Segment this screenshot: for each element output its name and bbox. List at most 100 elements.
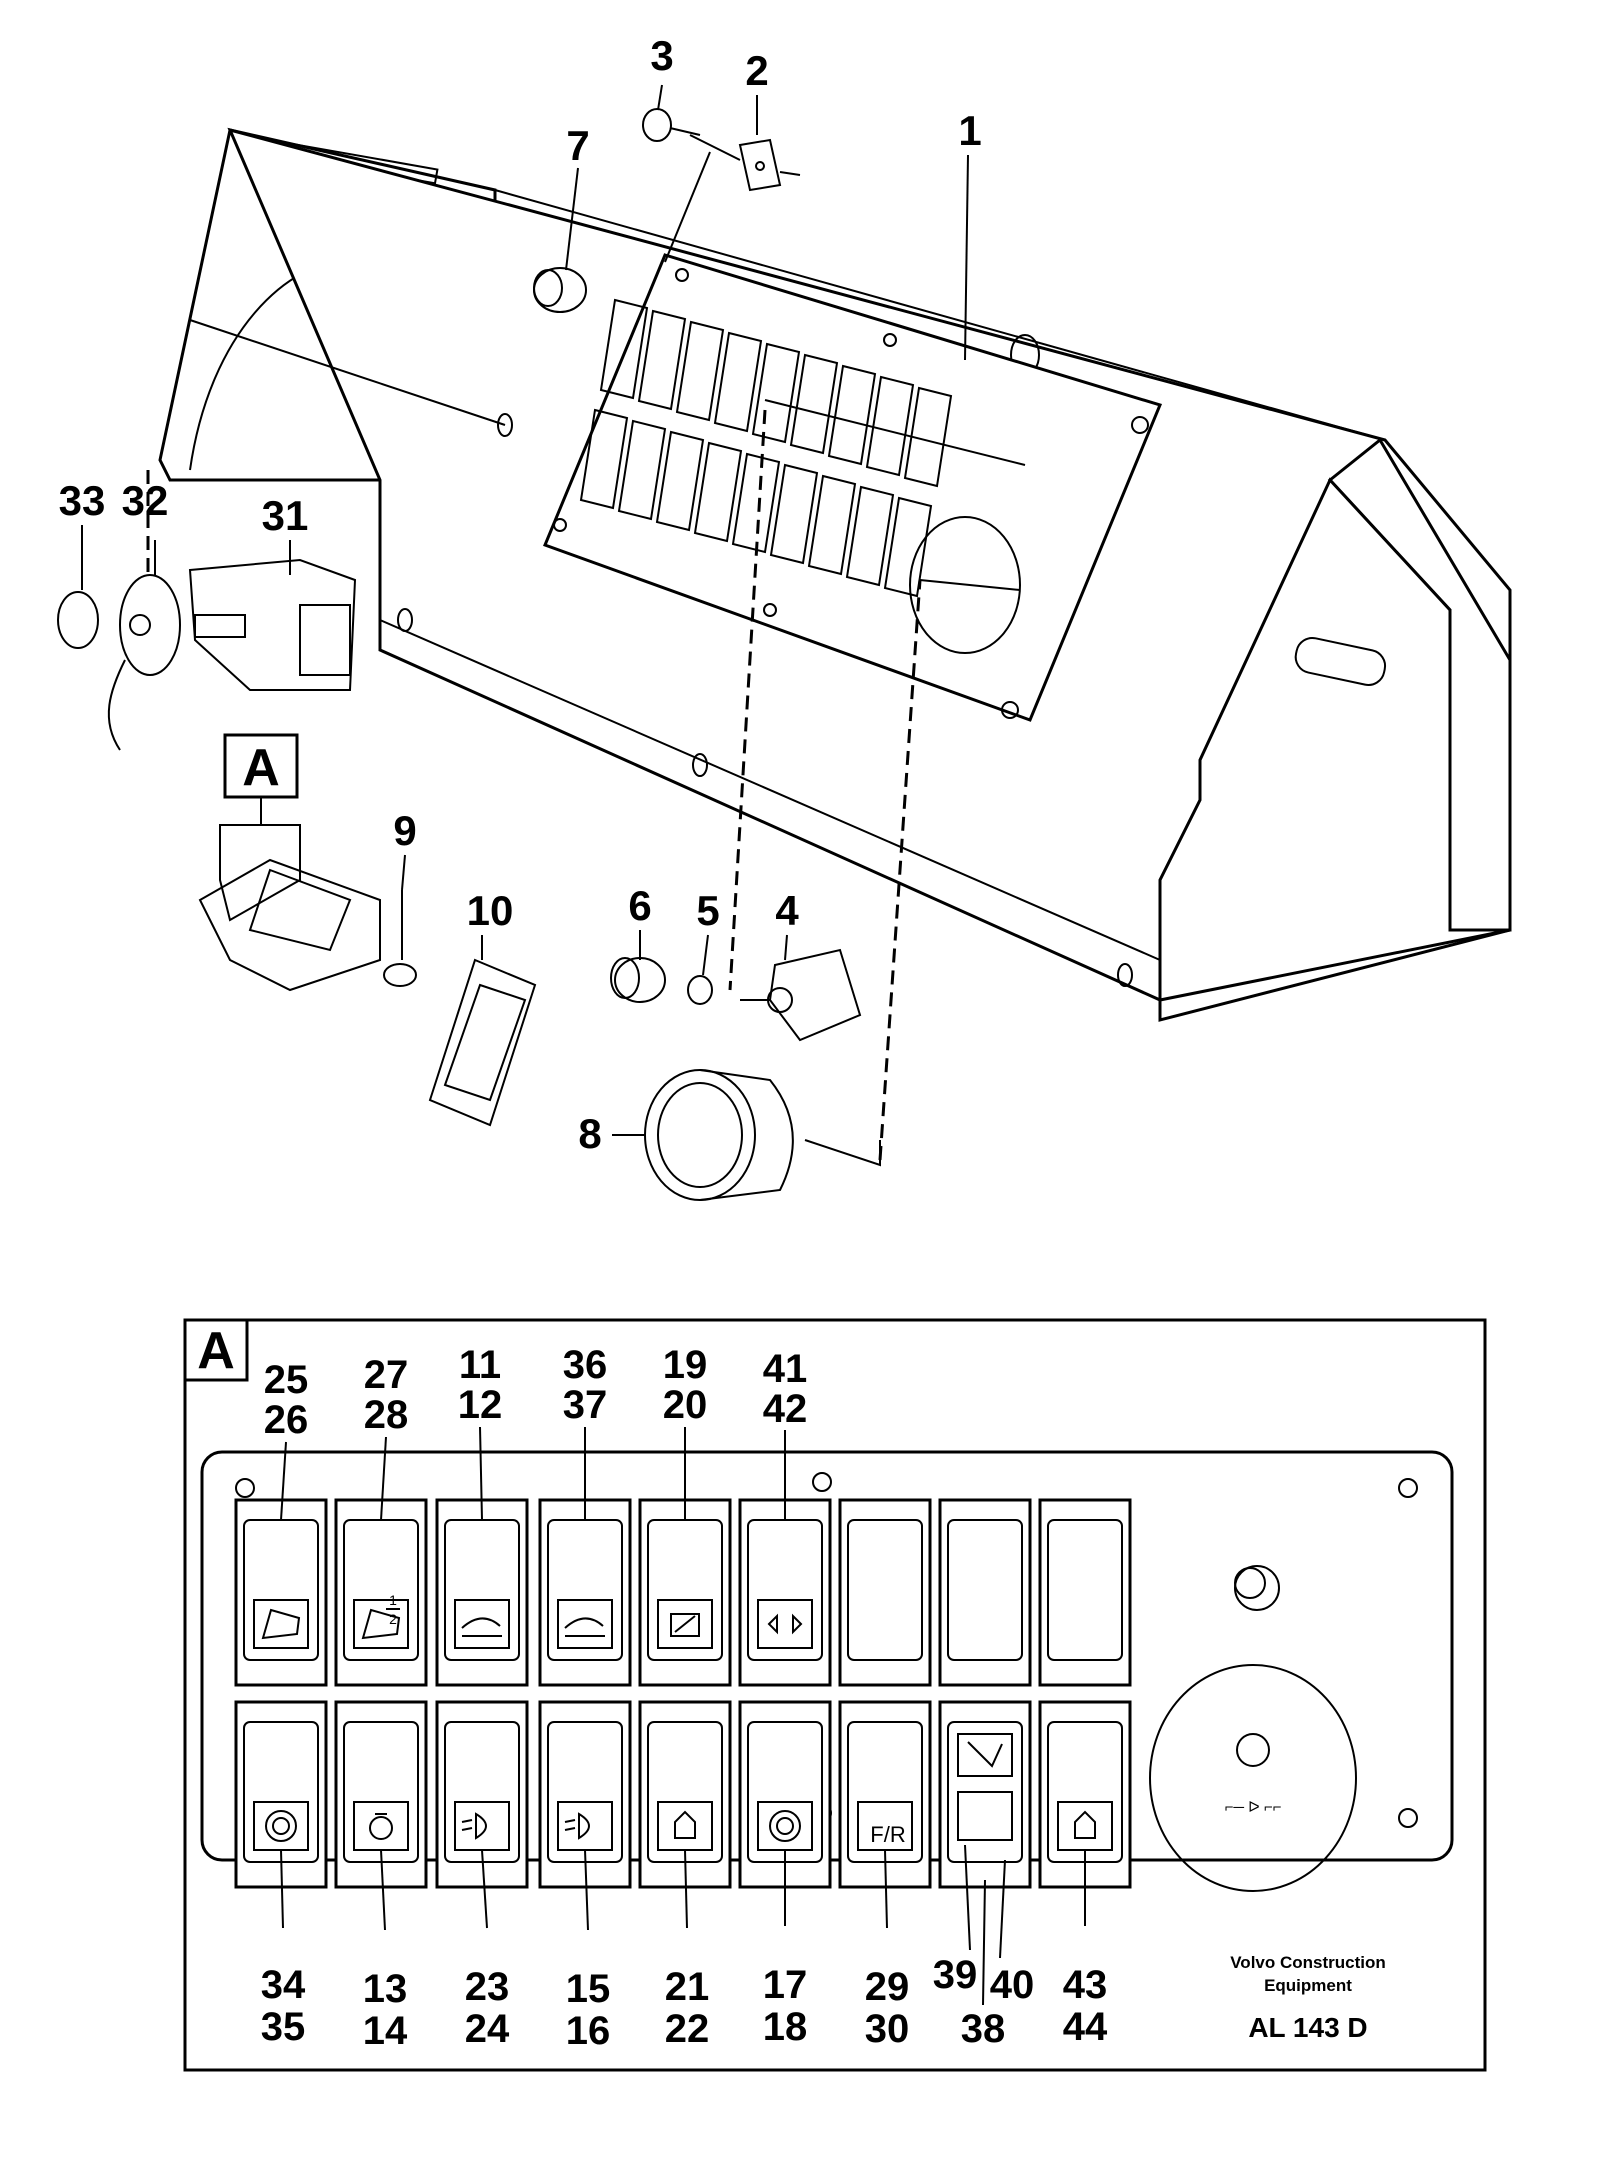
panel-slot bbox=[731, 452, 781, 554]
rocker-switch-assembly: A bbox=[198, 733, 417, 992]
label-upper-b: 37 bbox=[563, 1383, 608, 1427]
callout-box-a: A bbox=[242, 739, 280, 797]
drawing-code: AL 143 D bbox=[1248, 2012, 1367, 2043]
panel-slot bbox=[713, 331, 763, 433]
label-lower-b: 22 bbox=[665, 2007, 710, 2051]
rear-wiper-washer-icon bbox=[957, 1733, 1013, 1841]
lower-row-labels: 34 35 13 14 23 24 15 16 21 22 17 18 29 3… bbox=[261, 1953, 1108, 2053]
label-lower-b: 30 bbox=[865, 2007, 910, 2051]
panel-slot bbox=[751, 342, 801, 444]
float-position-icon bbox=[557, 1599, 613, 1649]
label-40: 40 bbox=[990, 1963, 1035, 2007]
label-38: 38 bbox=[961, 2007, 1006, 2051]
label-lower-a: 29 bbox=[865, 1965, 910, 2009]
callout-31: 31 bbox=[262, 492, 309, 539]
label-lower-b: 16 bbox=[566, 2009, 611, 2053]
label-lower-a: 13 bbox=[363, 1967, 408, 2011]
label-upper-a: 36 bbox=[563, 1343, 608, 1387]
panel-slot bbox=[883, 496, 933, 598]
label-upper-a: 41 bbox=[763, 1347, 808, 1391]
footer-block: Volvo Construction Equipment AL 143 D bbox=[1230, 1953, 1386, 2043]
label-upper-a: 27 bbox=[364, 1353, 409, 1397]
half-fraction: 1 2 bbox=[386, 1592, 400, 1627]
detail-leaders bbox=[280, 1426, 1086, 2006]
switch-panel-plate bbox=[543, 253, 1163, 722]
fraction-top: 1 bbox=[389, 1592, 397, 1608]
panel-slot bbox=[807, 474, 857, 576]
fr-switch-text: F/R bbox=[870, 1822, 905, 1847]
potentiometer-assembly bbox=[57, 319, 506, 751]
clip-and-screw bbox=[642, 108, 801, 263]
callout-7: 7 bbox=[566, 122, 589, 169]
label-upper-b: 12 bbox=[458, 1383, 503, 1427]
upper-switch[interactable] bbox=[638, 1498, 732, 1687]
panel-slot bbox=[789, 353, 839, 455]
callout-10: 10 bbox=[467, 887, 514, 934]
svg-text:⌐─ ᐅ ⌐⌐: ⌐─ ᐅ ⌐⌐ bbox=[1225, 1799, 1282, 1816]
upper-switch[interactable] bbox=[334, 1498, 428, 1687]
panel-slot bbox=[675, 320, 725, 422]
callout-5: 5 bbox=[696, 887, 719, 934]
upper-switch[interactable] bbox=[738, 1498, 832, 1687]
label-lower-b: 18 bbox=[763, 2005, 808, 2049]
battery-disconnect-icon bbox=[657, 1599, 713, 1649]
label-upper-a: 19 bbox=[663, 1343, 708, 1387]
label-lower-a: 23 bbox=[465, 1965, 510, 2009]
panel-slot bbox=[845, 485, 895, 587]
upper-switch[interactable] bbox=[838, 1498, 932, 1687]
label-lower-b: 35 bbox=[261, 2005, 306, 2049]
callout-3: 3 bbox=[650, 32, 673, 79]
panel-slot bbox=[865, 375, 915, 477]
label-upper-b: 42 bbox=[763, 1387, 808, 1431]
panel-slot bbox=[599, 298, 649, 400]
upper-row-labels: 25 26 27 28 11 12 36 37 19 20 41 42 bbox=[264, 1343, 808, 1442]
label-lower-a: 15 bbox=[566, 1967, 611, 2011]
label-lower-a: 34 bbox=[261, 1963, 306, 2007]
upper-switch[interactable] bbox=[938, 1498, 1032, 1687]
callout-6: 6 bbox=[628, 882, 651, 929]
label-lower-a: 17 bbox=[763, 1963, 808, 2007]
callout-33: 33 bbox=[59, 477, 106, 524]
lower-switch[interactable] bbox=[738, 1700, 832, 1889]
callout-2: 2 bbox=[745, 47, 768, 94]
company-line-2: Equipment bbox=[1264, 1976, 1352, 1995]
switch-lens-part-10 bbox=[428, 935, 537, 1127]
upper-switch[interactable] bbox=[435, 1498, 529, 1687]
detail-box-a: A bbox=[197, 1322, 235, 1380]
knob-part-7 bbox=[533, 267, 587, 313]
panel-slot bbox=[693, 441, 743, 543]
callout-32: 32 bbox=[122, 477, 169, 524]
label-lower-a: 21 bbox=[665, 1965, 710, 2009]
lower-switch[interactable] bbox=[938, 1700, 1032, 1889]
panel-slot bbox=[903, 386, 953, 488]
label-upper-b: 26 bbox=[264, 1398, 309, 1442]
upper-switch[interactable] bbox=[234, 1498, 328, 1687]
callout-1: 1 bbox=[958, 107, 981, 154]
road-surface-icon bbox=[454, 1599, 510, 1649]
lock-wiper-interval-icon bbox=[353, 1599, 409, 1649]
callout-9: 9 bbox=[393, 807, 416, 854]
panel-slot bbox=[827, 364, 877, 466]
upper-switch[interactable] bbox=[538, 1498, 632, 1687]
panel-switch-slots bbox=[579, 298, 953, 598]
label-39: 39 bbox=[933, 1953, 978, 1997]
label-lower-b: 14 bbox=[363, 2009, 408, 2053]
fr-label-group: F/R bbox=[870, 1822, 905, 1847]
label-upper-a: 11 bbox=[459, 1343, 501, 1387]
wiper-icon bbox=[253, 1599, 309, 1649]
label-upper-b: 28 bbox=[364, 1393, 409, 1437]
label-lower-b: 24 bbox=[465, 2007, 510, 2051]
callout-4: 4 bbox=[775, 887, 799, 934]
top-callout-labels: 1 2 3 4 5 6 7 8 9 10 31 32 33 bbox=[59, 32, 982, 1157]
panel-slot bbox=[579, 408, 629, 510]
fraction-bottom: 2 bbox=[389, 1611, 397, 1627]
top-callout-leaders bbox=[81, 84, 969, 1136]
label-upper-b: 20 bbox=[663, 1383, 708, 1427]
label-lower-a: 43 bbox=[1063, 1963, 1108, 2007]
panel-slot bbox=[617, 419, 667, 521]
label-lower-b: 44 bbox=[1063, 2005, 1108, 2049]
panel-slot bbox=[769, 463, 819, 565]
company-line-1: Volvo Construction bbox=[1230, 1953, 1386, 1972]
upper-switch[interactable] bbox=[1038, 1498, 1132, 1687]
